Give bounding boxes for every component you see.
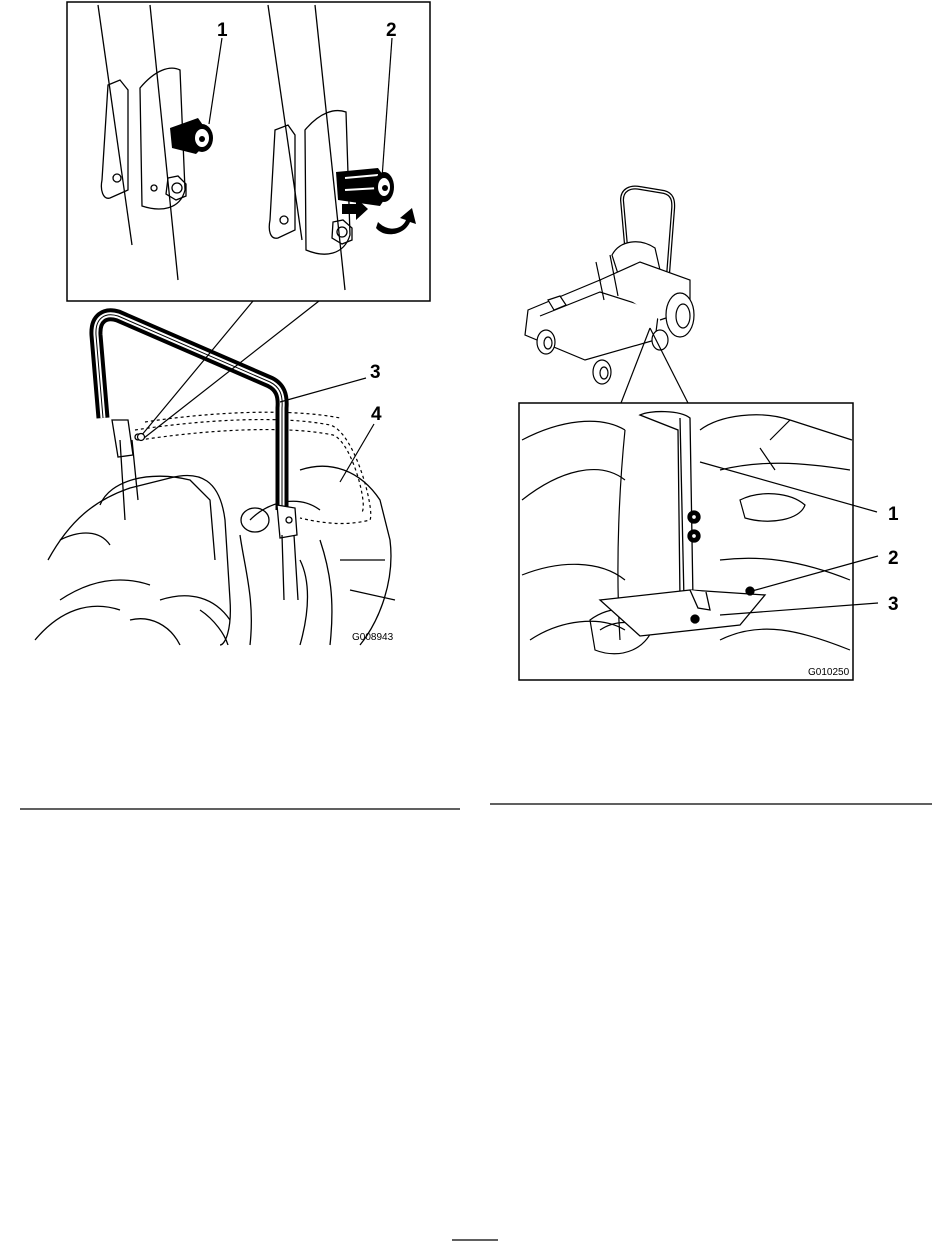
right-figure: 1 2 3 G010250 bbox=[519, 188, 899, 681]
left-figure: 1 2 3 4 G008943 bbox=[35, 2, 430, 645]
callout-left-1: 1 bbox=[217, 20, 228, 41]
callout-right-2: 2 bbox=[888, 548, 899, 569]
rollbar-posts bbox=[112, 420, 298, 600]
callout-right-3: 3 bbox=[888, 594, 899, 615]
callout-leader-3 bbox=[280, 378, 366, 402]
callout-right-1: 1 bbox=[888, 504, 899, 525]
figure-code-left: G008943 bbox=[352, 632, 394, 643]
callout-left-2: 2 bbox=[386, 20, 397, 41]
right-leader-right bbox=[650, 328, 688, 403]
left-machine-sketch bbox=[35, 466, 395, 645]
pin-removed-icon bbox=[336, 168, 394, 206]
callout-left-4: 4 bbox=[371, 404, 382, 425]
callout-left-3: 3 bbox=[370, 362, 381, 383]
figure-code-right: G010250 bbox=[808, 667, 850, 678]
mower-overview-icon bbox=[525, 188, 694, 385]
